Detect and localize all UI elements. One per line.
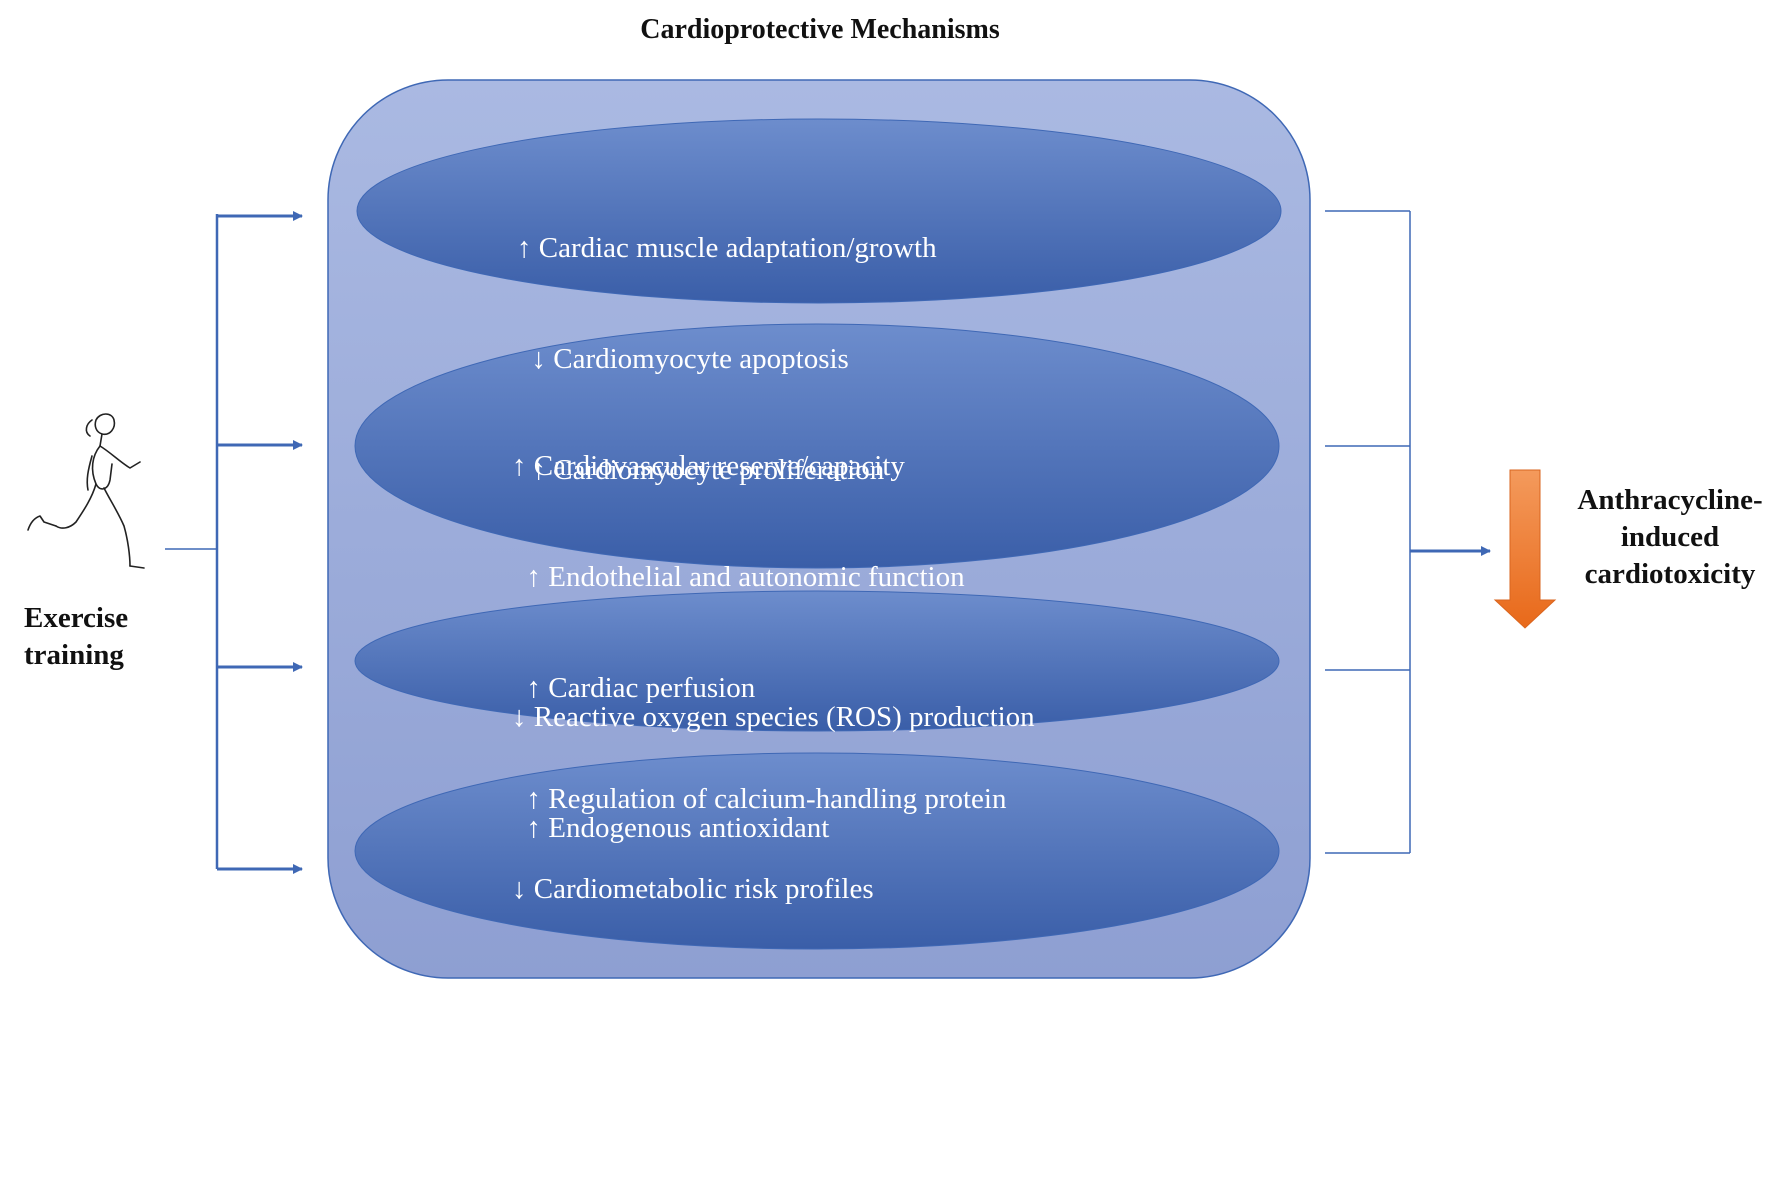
mechanism-oval-2: [354, 323, 1280, 569]
mechanism-line: ↑ Cardiomyocyte proliferation: [517, 454, 885, 486]
outcome-line: induced: [1620, 521, 1720, 553]
diagram-canvas: Cardioprotective Mechanisms ↑ Cardiac mu…: [24, 14, 1772, 979]
diagram-title: Cardioprotective Mechanisms: [640, 14, 1000, 45]
mechanism-line: ↑ Endogenous antioxidant: [512, 812, 830, 844]
mechanism-line: ↓ Cardiometabolic risk profiles: [512, 873, 874, 905]
mechanism-line: ↓ Sarcopenic effects of treatments: [512, 1095, 921, 1127]
mechanism-line: ↑ Endothelial and autonomic function: [512, 561, 965, 593]
mechanism-text-4: ↓ Cardiometabolic risk profiles ↑ Manage…: [512, 797, 1044, 1204]
mechanism-oval-1: [356, 118, 1282, 304]
right-connector: [1325, 210, 1491, 854]
left-connector: [165, 211, 303, 874]
runner-icon: [27, 413, 145, 569]
down-arrow-icon: [1493, 469, 1557, 629]
outcome-label: Anthracycline- induced cardiotoxicity: [1565, 482, 1772, 593]
mechanism-line: ↑ Cardiac perfusion: [512, 672, 756, 704]
source-line: Exercise: [24, 602, 129, 634]
mechanism-line: ↑ Regulation of calcium-handling protein: [512, 783, 1007, 815]
mechanism-text-3: ↓ Reactive oxygen species (ROS) producti…: [512, 625, 1035, 921]
outcome-line: Anthracycline-: [1577, 484, 1763, 516]
mechanism-line: ↑ Cardiac muscle adaptation/growth: [517, 232, 937, 264]
mechanism-line: ↓ Cardiomyocyte apoptosis: [517, 343, 849, 375]
diagram-svg: [27, 79, 1557, 979]
mechanism-line: ↑ Cardiovascular reserve/capacity: [512, 450, 905, 482]
source-line: training: [24, 639, 124, 671]
mechanism-text-2: ↑ Cardiovascular reserve/capacity ↑ Endo…: [512, 374, 1007, 892]
mechanism-text-1: ↑ Cardiac muscle adaptation/growth ↓ Car…: [517, 156, 937, 563]
exercise-training-label: Exercise training: [24, 600, 128, 674]
mechanism-line: ↑ Management of pre-existing comorbiditi…: [512, 984, 1044, 1016]
outcome-line: cardiotoxicity: [1584, 558, 1756, 590]
mechanism-line: ↓ Reactive oxygen species (ROS) producti…: [512, 701, 1035, 733]
mechanism-oval-4: [354, 752, 1280, 950]
mechanism-oval-3: [354, 590, 1280, 732]
